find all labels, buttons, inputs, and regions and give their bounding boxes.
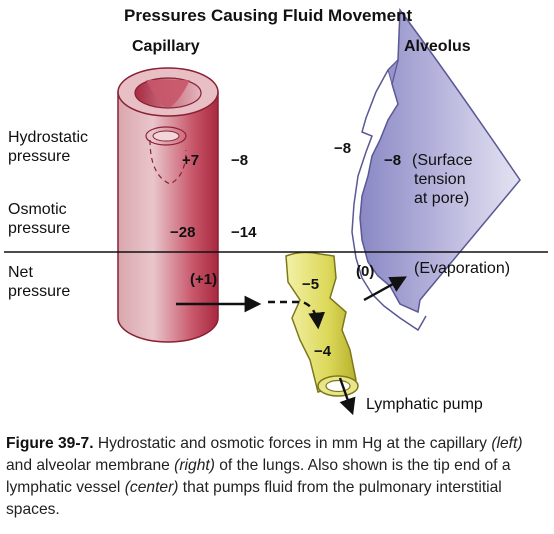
surface-tension-line1: (Surface [412,152,473,169]
lymphatic-pump-arrow [338,377,356,416]
alveolus-heading: Alveolus [404,38,471,55]
cap-net-value: (+1) [190,271,218,288]
hydrostatic-label-line2: pressure [8,148,71,165]
cap-hydrostatic-out-value: −8 [231,152,249,169]
cap-osmotic-out-value: −14 [231,224,257,241]
osmotic-label-line1: Osmotic [8,201,67,218]
lymph-upper-value: −5 [302,276,320,293]
figure-caption: Figure 39-7. Hydrostatic and osmotic for… [6,433,550,521]
caption-left: (left) [491,435,523,452]
alv-hydrostatic-in-value: −8 [384,152,402,169]
lymph-lower-value: −4 [314,343,332,360]
caption-text-3: of the lungs. Also shown is the tip end … [6,457,511,496]
caption-text-2: and alveolar membrane [6,457,175,474]
alveolus-evaporation-arrow [363,276,407,302]
osmotic-label-line2: pressure [8,220,71,237]
cap-hydrostatic-in-value: +7 [182,152,200,169]
capillary-heading: Capillary [132,38,200,55]
capillary-tube [117,67,219,343]
caption-center: (center) [124,479,179,496]
lymphatic-pump-label: Lymphatic pump [366,396,483,413]
figure-number: Figure 39-7. [6,435,94,452]
evaporation-note: (Evaporation) [414,260,511,277]
surface-tension-line3: at pore) [414,190,470,207]
lymph-inflow-arrow [268,300,326,330]
osmotic-label: Osmotic pressure [8,200,70,238]
net-label: Net pressure [8,263,70,301]
caption-text-1: Hydrostatic and osmotic forces in mm Hg … [93,435,492,452]
surface-tension-note: (Surface tension at pore) [412,151,472,208]
hydrostatic-label: Hydrostatic pressure [8,128,88,166]
alv-net-value: (0) [356,263,375,280]
caption-text-4: that pumps fluid from the pulmonary inte… [6,479,502,518]
alveolus-sector [351,7,521,332]
hydrostatic-label-line1: Hydrostatic [8,129,89,146]
lymphatic-vessel [285,251,359,397]
alv-hydrostatic-out-value: −8 [334,140,352,157]
diagram-title: Pressures Causing Fluid Movement [124,6,413,25]
caption-right: (right) [174,457,215,474]
cap-osmotic-in-value: −28 [170,224,196,241]
net-label-line1: Net [8,264,33,281]
surface-tension-line2: tension [414,171,466,188]
net-label-line2: pressure [8,283,71,300]
